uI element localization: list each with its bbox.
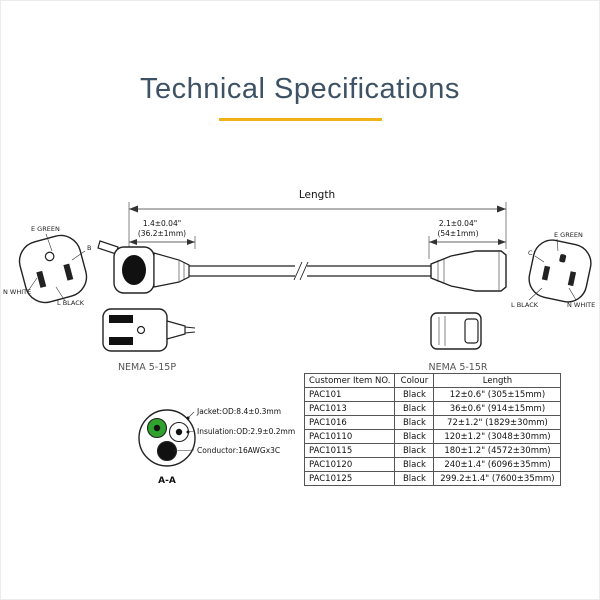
table-row: PAC101 Black 12±0.6" (305±15mm) — [303, 387, 562, 402]
ground-slot — [559, 254, 567, 263]
colour: Black — [394, 429, 435, 444]
accent-divider — [218, 118, 382, 121]
length: 180±1.2" (4572±30mm) — [433, 443, 562, 458]
receptacle-dimension: 2.1±0.04" (54±1mm) — [428, 219, 506, 259]
ground-pin — [44, 251, 55, 262]
plug-dim-mm: (36.2±1mm) — [138, 229, 186, 238]
length: 240±1.4" (6096±35mm) — [433, 457, 562, 472]
table-row: PAC1016 Black 72±1.2" (1829±30mm) — [303, 415, 562, 430]
item-no: PAC10115 — [303, 443, 396, 458]
item-no: PAC10125 — [303, 471, 396, 486]
receptacle-side-view — [430, 250, 507, 292]
plug-face-view: E GREEN B N WHITE L BLACK — [3, 225, 91, 307]
length-dimension: Length — [128, 189, 507, 249]
length: 299.2±1.4" (7600±35mm) — [433, 471, 562, 486]
plug-dimension: 1.4±0.04" (36.2±1mm) — [129, 219, 196, 249]
item-no: PAC10110 — [303, 429, 396, 444]
colour: Black — [394, 401, 435, 416]
colour: Black — [394, 387, 435, 402]
length: 36±0.6" (914±15mm) — [433, 401, 562, 416]
jacket-label: Jacket:OD:8.4±0.3mm — [196, 407, 281, 416]
length: 12±0.6" (305±15mm) — [433, 387, 562, 402]
receptacle-ground-label: E GREEN — [554, 231, 583, 239]
item-no: PAC1016 — [303, 415, 396, 430]
plug-b-label: B — [87, 244, 91, 252]
plug-side-view — [97, 240, 190, 294]
table-row: PAC10115 Black 180±1.2" (4572±30mm) — [303, 443, 562, 458]
table-row: PAC1013 Black 36±0.6" (914±15mm) — [303, 401, 562, 416]
receptacle-bottom-view — [430, 312, 482, 350]
colour: Black — [394, 443, 435, 458]
length-label: Length — [299, 189, 335, 201]
page-title: Technical Specifications — [140, 73, 460, 105]
length: 72±1.2" (1829±30mm) — [433, 415, 562, 430]
item-no: PAC1013 — [303, 401, 396, 416]
colour: Black — [394, 471, 435, 486]
receptacle-line-label: L BLACK — [511, 301, 539, 309]
receptacle-c-label: C — [528, 249, 533, 257]
cable — [189, 261, 431, 281]
receptacle-neutral-label: N WHITE — [567, 301, 595, 309]
col-header-length: Length — [433, 373, 562, 388]
plug-bottom-view — [102, 308, 196, 352]
neutral-slot — [567, 271, 577, 287]
spec-table: Customer Item NO. Colour Length PAC101 B… — [303, 373, 562, 486]
nema-5-15r-label: NEMA 5-15R — [429, 362, 488, 373]
section-a-a-label: A-A — [158, 476, 176, 486]
line-blade — [63, 263, 74, 281]
item-no: PAC101 — [303, 387, 396, 402]
colour: Black — [394, 415, 435, 430]
cable-diagram: Length 1.4±0.04" (36.2±1mm) 2.1±0.04" (5… — [3, 189, 595, 373]
table-row: PAC10110 Black 120±1.2" (3048±30mm) — [303, 429, 562, 444]
plug-line-label: L BLACK — [57, 299, 85, 307]
cross-section-diagram: Jacket:OD:8.4±0.3mm Insulation:OD:2.9±0.… — [138, 407, 295, 486]
receptacle-face-view: E GREEN C L BLACK N WHITE — [511, 231, 595, 309]
table-row: PAC10125 Black 299.2±1.4" (7600±35mm) — [303, 471, 562, 486]
insulation-label: Insulation:OD:2.9±0.2mm — [197, 427, 295, 436]
blade — [109, 337, 133, 345]
blade — [109, 315, 133, 323]
col-header-colour: Colour — [394, 373, 435, 388]
item-no: PAC10120 — [303, 457, 396, 472]
plug-neutral-label: N WHITE — [3, 288, 31, 296]
line-slot — [541, 265, 551, 281]
col-header-item: Customer Item NO. — [303, 373, 396, 388]
colour: Black — [394, 457, 435, 472]
conductor-label: Conductor:16AWGx3C — [197, 446, 280, 455]
table-header-row: Customer Item NO. Colour Length — [303, 373, 562, 388]
neutral-blade — [36, 270, 47, 288]
header: Technical Specifications — [1, 73, 599, 121]
plug-ground-label: E GREEN — [31, 225, 60, 233]
receptacle-dim-inches: 2.1±0.04" — [439, 219, 477, 228]
plug-dim-inches: 1.4±0.04" — [143, 219, 181, 228]
nema-5-15p-label: NEMA 5-15P — [118, 362, 176, 373]
ground-pin — [136, 325, 146, 335]
table-row: PAC10120 Black 240±1.4" (6096±35mm) — [303, 457, 562, 472]
length: 120±1.2" (3048±30mm) — [433, 429, 562, 444]
receptacle-dim-mm: (54±1mm) — [437, 229, 478, 238]
